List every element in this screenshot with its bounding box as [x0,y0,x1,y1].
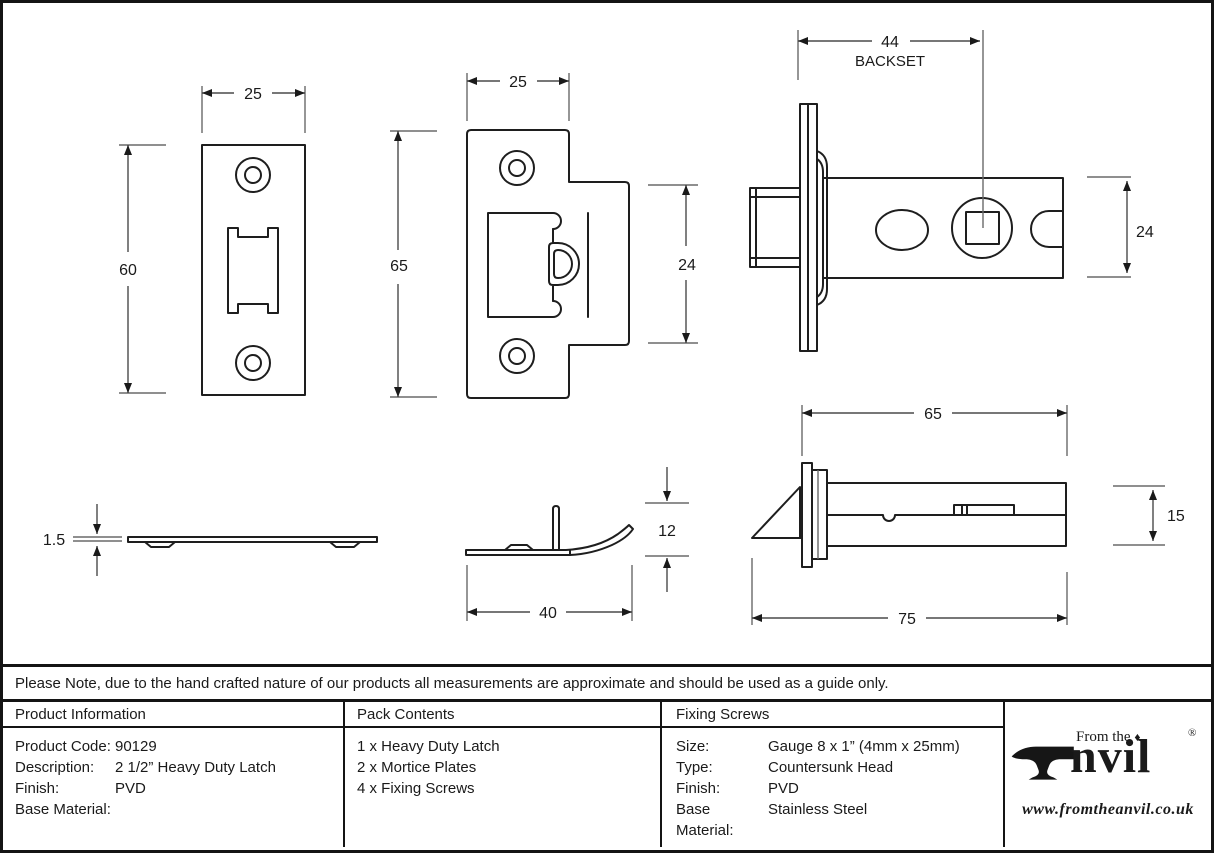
drawing-latch-top: 65 75 15 [751,405,1185,628]
anvil-icon [1011,746,1074,780]
latch-tongue [548,228,580,302]
dim-body-length: 65 [924,406,942,423]
bolt-bevel [751,486,803,539]
countersink-bump [504,544,534,551]
dim-plate-width: 40 [539,605,557,622]
logo-from-the: From the ♦ [1076,728,1141,745]
row-value: 90129 [115,738,157,755]
drawing-plate-edge: 1.5 [43,504,378,576]
pack-contents-column: Pack Contents 1 x Heavy Duty Latch 2 x M… [345,702,662,847]
logo-url: www.fromtheanvil.co.uk [1022,800,1194,818]
logo-brand-text: nvil [1070,729,1152,783]
table-row: Base Material: Stainless Steel [676,799,991,841]
dim-backset-value: 44 [881,34,899,51]
pack-contents-body: 1 x Heavy Duty Latch 2 x Mortice Plates … [345,728,660,847]
dim-strike-width: 25 [244,86,262,103]
row-value: PVD [115,780,146,797]
drawing-latch-side: 44 BACKSET 24 [749,30,1154,352]
fixing-screws-header: Fixing Screws [662,702,1003,728]
spindle-boss [951,197,1013,259]
edge-slot [1030,210,1064,248]
dim-latch-top-height: 15 [1167,508,1185,525]
slider-detail [953,504,1015,516]
row-value: 2 1/2” Heavy Duty Latch [115,759,276,776]
technical-drawings-area: 25 60 [3,3,1211,664]
list-item: 1 x Heavy Duty Latch [357,738,500,755]
row-label: Type: [676,759,713,776]
measurement-note: Please Note, due to the hand crafted nat… [3,664,1211,699]
row-label: Product Code: [15,738,111,755]
fixing-screws-body: Size: Gauge 8 x 1” (4mm x 25mm) Type: Co… [662,728,1003,847]
note-text: Please Note, due to the hand crafted nat… [15,674,889,692]
countersink-bumps [144,541,361,548]
table-row: Description: 2 1/2” Heavy Duty Latch [15,757,331,778]
dim-backset-label: BACKSET [855,53,925,70]
plate-edge [127,536,378,543]
screw-hole-bottom [235,345,271,381]
list-item: 4 x Fixing Screws [357,780,475,797]
dim-latch-side-height: 24 [1136,224,1154,241]
row-value: Countersunk Head [768,759,894,776]
row-label: Base Material: [676,801,734,839]
brand-logo-cell: From the ♦ nvil ® www.fromtheanvil.co.uk [1005,702,1211,847]
strike-plate-outline [201,144,306,396]
dim-strike-height: 60 [119,262,137,279]
drawing-mortice-plate-side: 40 12 [465,467,689,622]
dim-lip-height: 12 [658,523,676,540]
dim-mortice-height: 65 [390,258,408,275]
product-information-body: Product Code: 90129 Description: 2 1/2” … [3,728,343,847]
brand-logo: From the ♦ nvil ® www.fromtheanvil.co.uk [1010,727,1206,823]
row-value: Gauge 8 x 1” (4mm x 25mm) [768,738,960,755]
latch-body [822,177,1064,279]
table-row: Product Code: 90129 [15,736,331,757]
screw-hole-top [235,157,271,193]
latch-bolt [749,187,801,268]
row-value: Stainless Steel [768,801,868,818]
product-information-column: Product Information Product Code: 90129 … [3,702,345,847]
dim-mortice-tab-height: 24 [678,257,696,274]
row-value: PVD [768,780,799,797]
row-label: Base Material: [15,801,111,818]
fixing-screws-column: Fixing Screws Size: Gauge 8 x 1” (4mm x … [662,702,1005,847]
center-line [826,514,1067,522]
faceplate [801,462,813,568]
tab [552,505,560,551]
drawing-mortice-plate-front: 25 65 24 [390,73,698,399]
table-row: Finish: PVD [676,778,991,799]
list-item: 2 x Mortice Plates [357,759,477,776]
row-label: Finish: [15,780,60,797]
dim-mortice-width: 25 [509,74,527,91]
dim-total-length: 75 [898,611,916,628]
table-row: Finish: PVD [15,778,331,799]
dim-plate-thickness: 1.5 [43,532,65,549]
drawings-svg: 25 60 [43,30,1185,628]
latch-opening [487,212,562,318]
row-label: Finish: [676,780,721,797]
product-information-header: Product Information [3,702,343,728]
fixing-slot [875,209,929,251]
info-table: Product Information Product Code: 90129 … [3,699,1211,847]
mortice-plate-outline [466,129,630,399]
screw-hole-bottom [499,338,535,374]
latch-cutout [227,227,279,314]
row-label: Size: [676,738,710,755]
registered-mark: ® [1188,726,1197,739]
drawing-strike-plate-front: 25 60 [119,86,306,396]
diamond-icon: ♦ [1134,729,1141,744]
row-label: Description: [15,759,95,776]
curved-plate-profile [465,524,634,556]
table-row: Size: Gauge 8 x 1” (4mm x 25mm) [676,736,991,757]
screw-hole-top [499,150,535,186]
table-row: Type: Countersunk Head [676,757,991,778]
pack-contents-header: Pack Contents [345,702,660,728]
table-row: Base Material: [15,799,331,820]
